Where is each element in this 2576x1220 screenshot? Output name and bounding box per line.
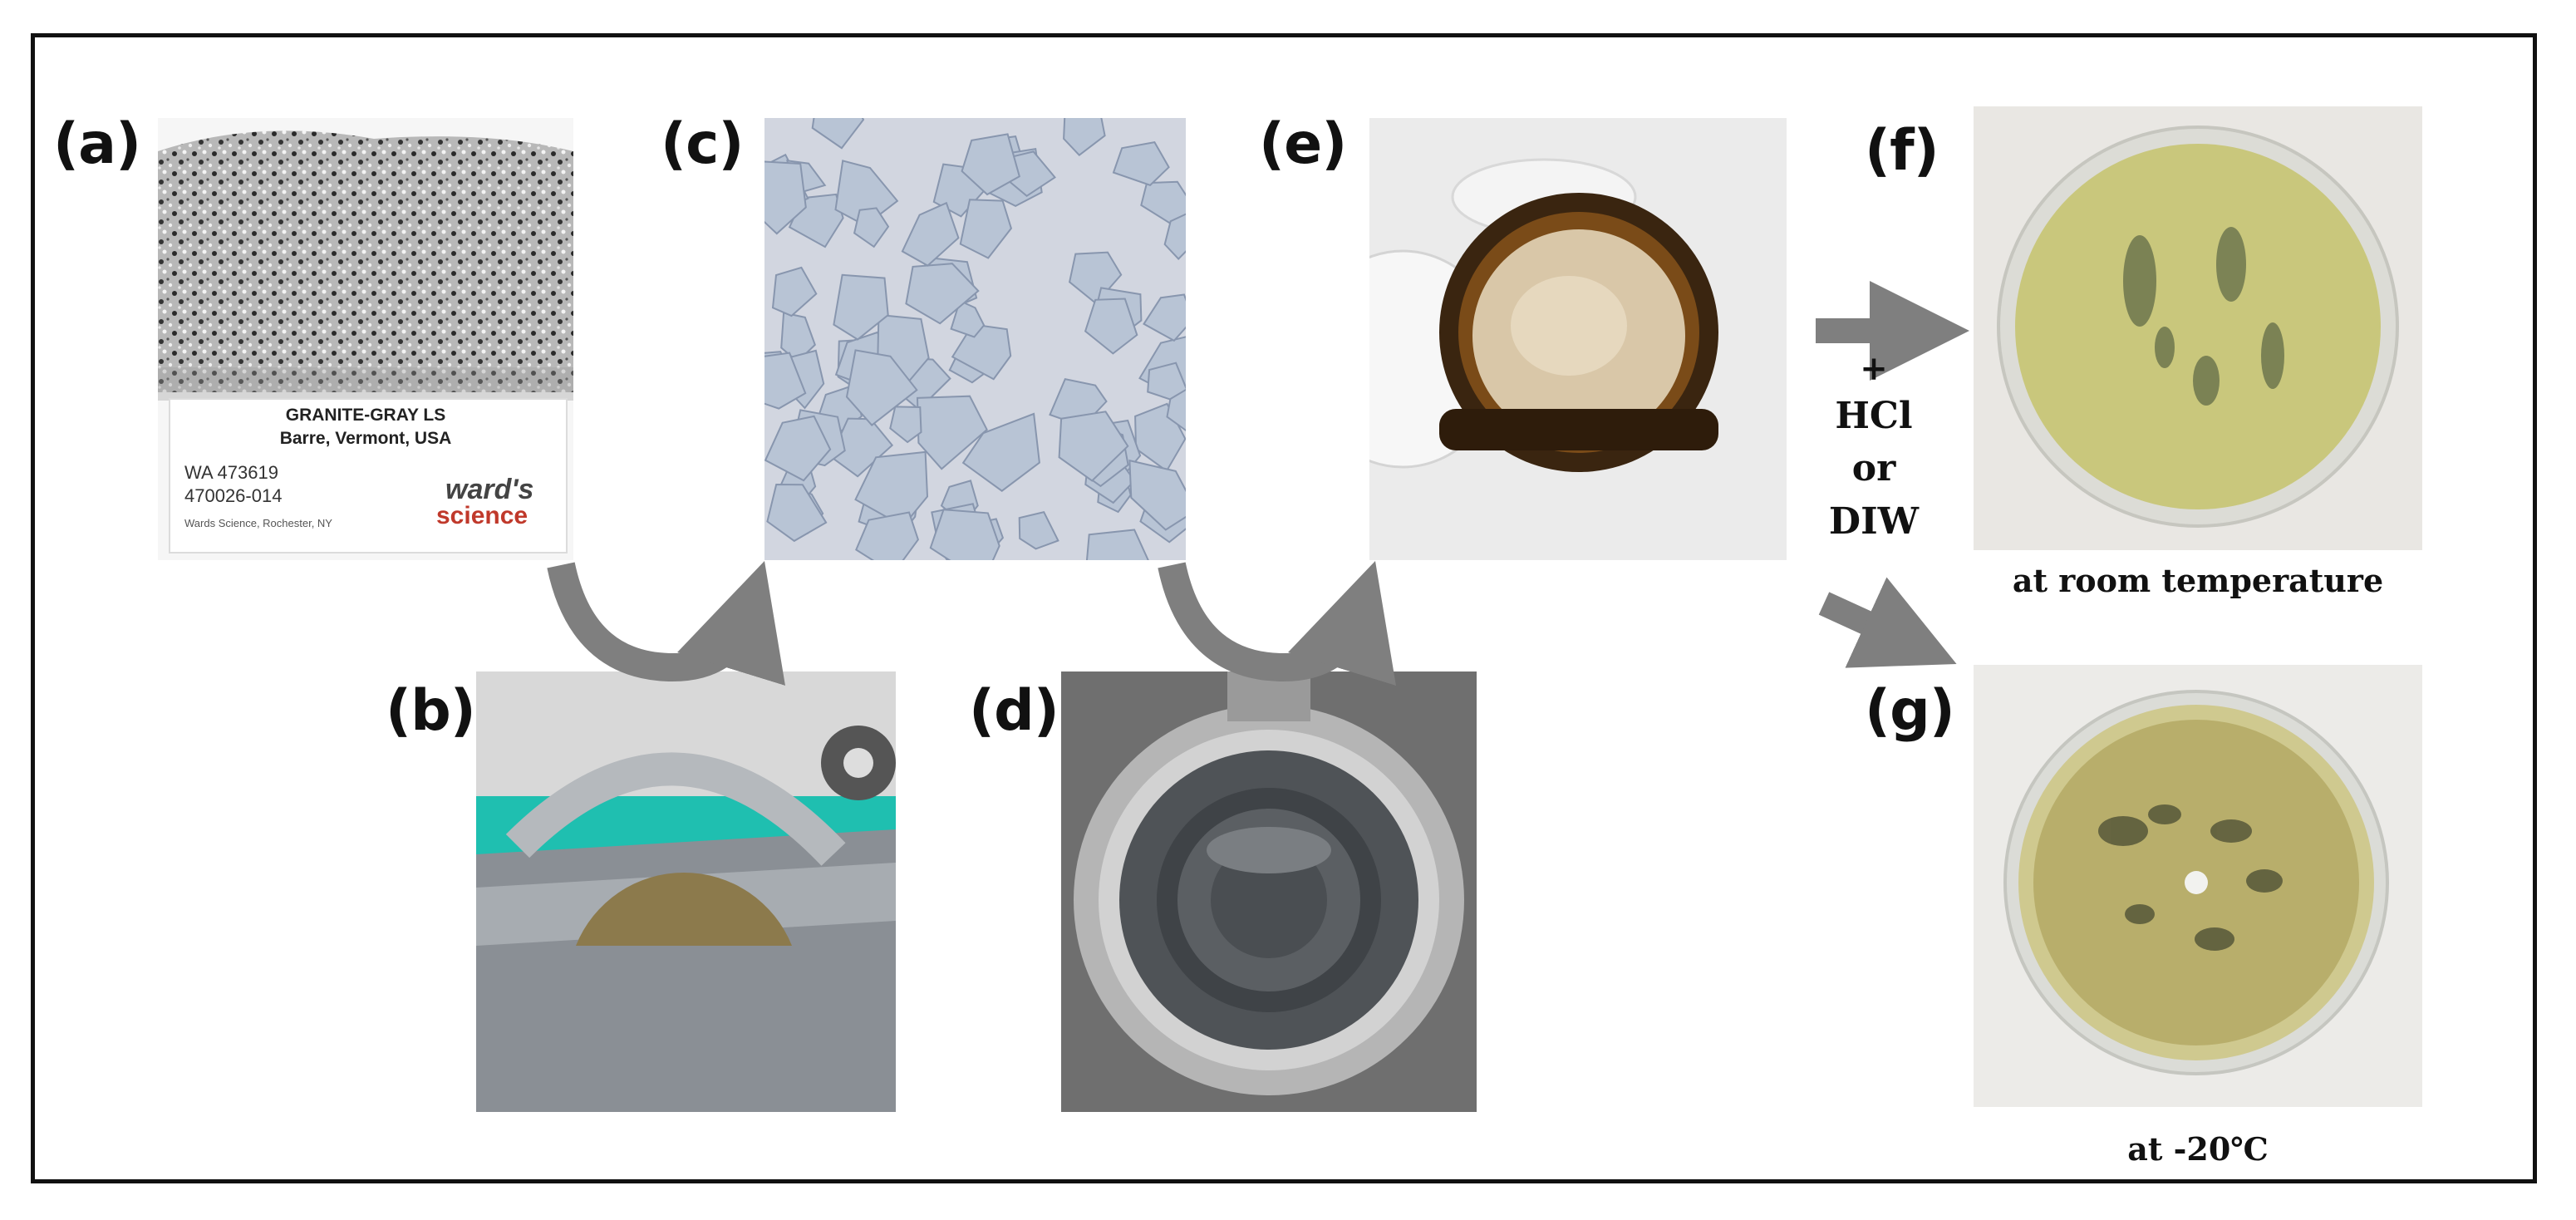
granite-chip	[766, 483, 828, 543]
granite-chip	[1166, 388, 1186, 432]
granite-chip	[764, 160, 807, 235]
panel-label-e: (e)	[1259, 111, 1347, 177]
granite-specimen-image	[158, 118, 573, 560]
granite-chip	[1163, 213, 1186, 261]
specimen-code-1: WA 473619	[184, 462, 278, 483]
minus-20-culture-photo	[1974, 665, 2422, 1107]
specimen-name: GRANITE-GRAY LS	[285, 406, 446, 425]
ball-mill-photo	[1061, 671, 1477, 1112]
specimen-code-2: 470026-014	[184, 485, 283, 506]
granite-chip	[853, 207, 890, 248]
specimen-locality: Barre, Vermont, USA	[279, 429, 452, 448]
panel-label-b: (b)	[386, 678, 476, 744]
ball-mill-image	[1061, 671, 1477, 1112]
granite-chip	[833, 273, 889, 341]
granite-chip	[1128, 459, 1186, 531]
brand-logo-top: ward's	[445, 474, 534, 505]
caption-minus-20: at -20℃	[2127, 1130, 2269, 1168]
treatment-plus: +	[1860, 349, 1888, 388]
cutting-saw-photo	[476, 671, 896, 1112]
granite-chip	[1147, 362, 1186, 401]
panel-label-c: (c)	[661, 111, 744, 177]
cutting-saw-image	[476, 671, 896, 1112]
granite-chip	[771, 266, 818, 317]
treatment-diw: DIW	[1828, 500, 1920, 543]
treatment-or: or	[1851, 447, 1896, 489]
granite-chip	[950, 299, 986, 338]
crushed-granite-image	[764, 118, 1186, 560]
granite-chip	[1063, 118, 1106, 157]
granite-chip	[905, 263, 980, 325]
granite-chip	[1112, 140, 1170, 186]
panel-label-a: (a)	[53, 111, 141, 177]
granite-chip	[1143, 293, 1186, 342]
minus-20-culture-image	[1974, 665, 2422, 1107]
granite-chip	[901, 201, 960, 267]
granite-chip	[889, 406, 922, 444]
granite-chip	[929, 509, 1000, 560]
granite-chip	[845, 349, 918, 426]
granite-chip	[1085, 529, 1149, 560]
granite-chip	[764, 352, 807, 410]
room-temperature-culture-image	[1974, 106, 2422, 550]
granite-chip	[1058, 411, 1129, 482]
granite-chip	[961, 133, 1020, 196]
caption-room-temperature: at room temperature	[2012, 562, 2384, 599]
granite-chip	[961, 412, 1040, 492]
granite-chip	[1084, 298, 1138, 355]
panel-label-g: (g)	[1865, 678, 1955, 744]
granite-chip	[1018, 510, 1059, 550]
panel-label-f: (f)	[1865, 118, 1939, 184]
granite-chip	[855, 511, 920, 560]
granite-chip	[811, 118, 865, 150]
powder-jar-image	[1369, 118, 1787, 560]
granite-specimen-photo	[158, 118, 573, 560]
treatment-hcl: HCl	[1835, 395, 1913, 437]
granite-chip	[764, 415, 832, 482]
granite-powder-jar-photo	[1369, 118, 1787, 560]
brand-logo-bottom: science	[436, 502, 528, 529]
specimen-maker: Wards Science, Rochester, NY	[184, 517, 332, 529]
room-temperature-culture-photo	[1974, 106, 2422, 550]
panel-label-d: (d)	[969, 678, 1059, 744]
granite-chip	[951, 323, 1012, 381]
crushed-granite-bag-photo	[764, 118, 1186, 560]
granite-chip	[959, 199, 1013, 259]
